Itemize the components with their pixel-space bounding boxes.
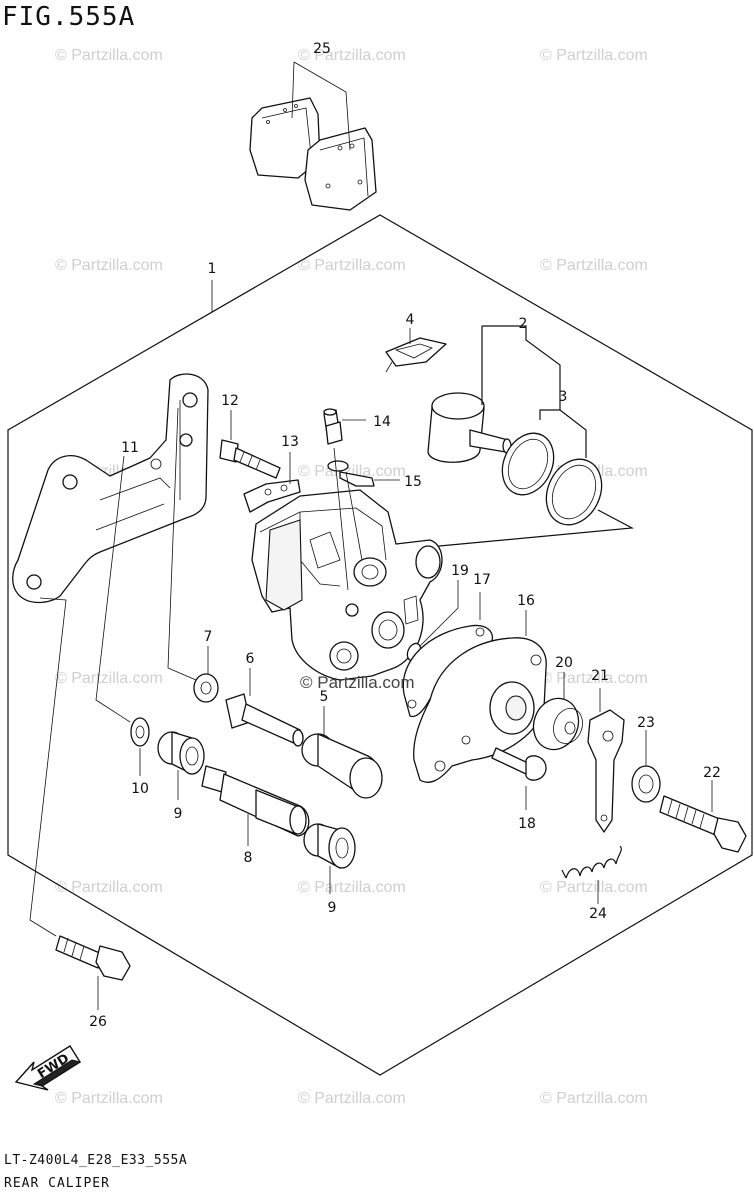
assembly-boundary [7, 214, 753, 1076]
watermark: © Partzilla.com [540, 670, 648, 687]
fwd-arrow: FWD [14, 1045, 82, 1091]
figure-title: FIG.555A [2, 2, 136, 32]
callout-16: 16 [517, 593, 535, 609]
callout-21: 21 [591, 668, 609, 684]
watermark: © Partzilla.com [55, 879, 163, 896]
watermark: © Partzilla.com [540, 47, 648, 64]
part-13-pad-retainer[interactable] [243, 479, 301, 513]
callout-12: 12 [221, 393, 239, 409]
part-25-brake-pads[interactable] [249, 61, 377, 211]
callouts: 25 1 4 2 3 12 14 11 13 15 19 17 16 7 6 2… [89, 41, 721, 1030]
callout-22: 22 [703, 765, 721, 781]
watermark: © Partzilla.com [55, 670, 163, 687]
part-2-piston[interactable] [427, 392, 512, 463]
callout-26: 26 [89, 1014, 107, 1030]
part-24-spring[interactable] [561, 845, 622, 904]
watermark: © Partzilla.com [298, 1090, 406, 1107]
part-12-bolt[interactable] [219, 439, 281, 479]
watermark: © Partzilla.com [298, 879, 406, 896]
callout-4: 4 [406, 312, 415, 328]
callout-5: 5 [320, 689, 329, 705]
watermark: © Partzilla.com [298, 47, 406, 64]
callout-11: 11 [121, 440, 139, 456]
watermark: © Partzilla.com [540, 1090, 648, 1107]
callout-24: 24 [589, 906, 607, 922]
watermark: © Partzilla.com [298, 257, 406, 274]
leader-11 [95, 455, 131, 723]
callout-9b: 9 [328, 900, 337, 916]
leader-bore [417, 509, 635, 549]
callout-3: 3 [559, 389, 568, 405]
callout-1: 1 [208, 261, 217, 277]
leader-2 [482, 325, 561, 410]
part-23-nut[interactable] [631, 730, 661, 803]
callout-25: 25 [313, 41, 331, 57]
part-5-boot[interactable] [301, 706, 383, 799]
part-14-bleeder-valve[interactable] [323, 408, 343, 445]
callout-7: 7 [204, 629, 213, 645]
part-8-pin[interactable] [201, 765, 310, 846]
callout-17: 17 [473, 572, 491, 588]
center-watermark: © Partzilla.com [300, 673, 415, 692]
part-26-bolt[interactable] [55, 935, 131, 1010]
callout-2: 2 [519, 316, 528, 332]
callout-8: 8 [244, 850, 253, 866]
watermark: © Partzilla.com [540, 257, 648, 274]
part-4-pad-spring[interactable] [385, 337, 447, 373]
watermark: © Partzilla.com [298, 463, 406, 480]
callout-14: 14 [373, 414, 391, 430]
leader-26 [29, 597, 67, 937]
watermark: © Partzilla.com [55, 1090, 163, 1107]
watermark: © Partzilla.com [55, 47, 163, 64]
part-15-bleeder-cap[interactable] [327, 460, 375, 487]
callout-15: 15 [404, 474, 422, 490]
part-7-washer[interactable] [193, 646, 219, 703]
leader-14 [333, 447, 349, 591]
part-11-caliper-bracket[interactable] [12, 373, 209, 604]
callout-19: 19 [451, 563, 469, 579]
callout-18: 18 [518, 816, 536, 832]
callout-23: 23 [637, 715, 655, 731]
leader-15 [345, 471, 363, 561]
part-3-piston-seals[interactable] [493, 425, 612, 534]
figure-code: LT-Z400L4_E28_E33_555A [4, 1153, 188, 1168]
watermark: © Partzilla.com [55, 257, 163, 274]
figure-name: REAR CALIPER [4, 1176, 110, 1191]
leader-3a [539, 409, 560, 420]
leader-3b [559, 409, 587, 458]
part-1-caliper-body[interactable] [251, 489, 443, 681]
leader-7 [167, 407, 197, 681]
callout-10: 10 [131, 781, 149, 797]
part-18-bolt[interactable] [491, 747, 547, 810]
part-21-lever[interactable] [587, 688, 625, 833]
watermark: © Partzilla.com [540, 879, 648, 896]
part-9-bushing-upper[interactable] [157, 731, 205, 800]
part-6-pin[interactable] [225, 668, 304, 747]
callout-13: 13 [281, 434, 299, 450]
part-20-cam[interactable] [526, 672, 587, 756]
part-16-parking-case[interactable] [413, 610, 547, 783]
part-22-bolt[interactable] [659, 780, 747, 853]
callout-20: 20 [555, 655, 573, 671]
callout-9a: 9 [174, 806, 183, 822]
part-10-washer[interactable] [130, 717, 150, 776]
part-9-bushing-lower[interactable] [303, 823, 356, 894]
callout-6: 6 [246, 651, 255, 667]
